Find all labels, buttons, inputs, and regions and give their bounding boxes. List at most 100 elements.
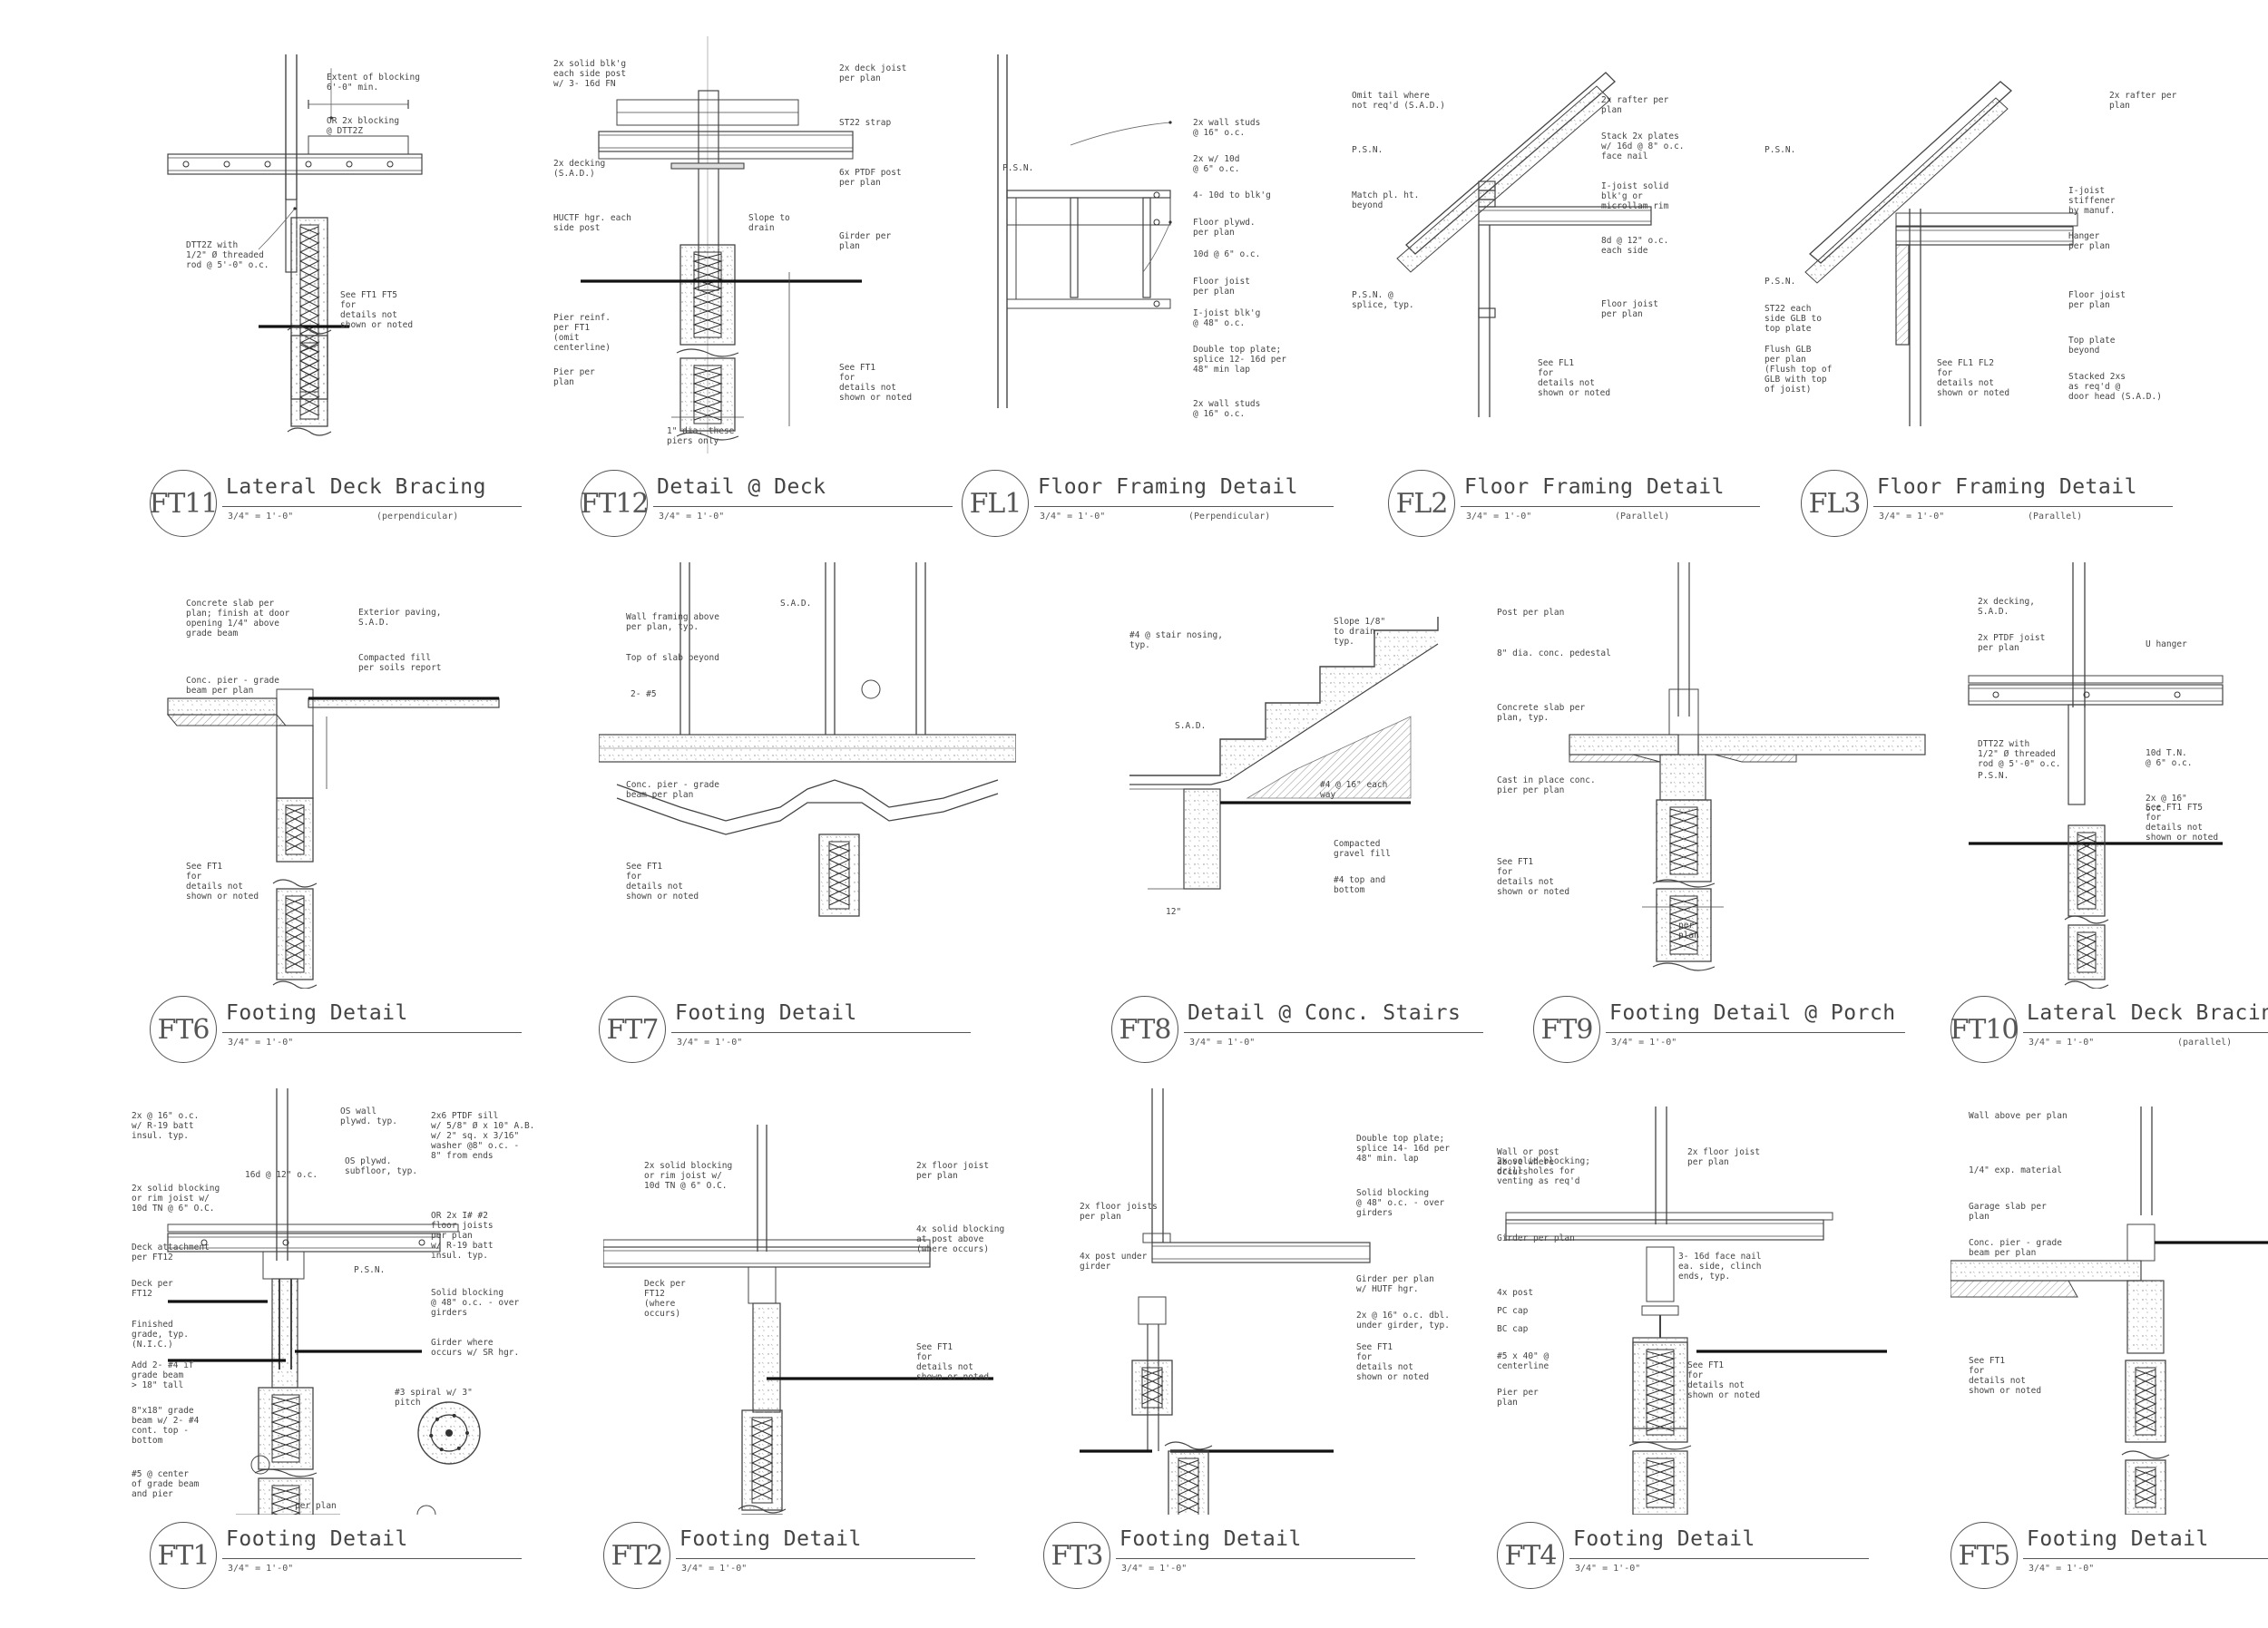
annotation-note: 2x floor joist per plan (1687, 1147, 1761, 1167)
detail-ft7: Wall framing above per plan, typ.S.A.D.T… (598, 562, 1017, 1079)
detail-ft6: Concrete slab per plan; finish at door o… (150, 562, 567, 1079)
annotation-note: #4 @ 16" each way (1320, 780, 1388, 800)
detail-drawing (150, 1088, 567, 1543)
annotation-note: Extent of blocking 6'-0" min. (327, 73, 420, 93)
annotation-note: Concrete slab per plan; finish at door o… (186, 599, 290, 639)
annotation-note: #5 @ center of grade beam and pier (132, 1469, 200, 1499)
detail-fl2: Omit tail where not req'd (S.A.D.)2x raf… (1352, 36, 1805, 553)
annotation-note: P.S.N. (354, 1265, 386, 1275)
annotation-note: See FT1 for details not shown or noted (839, 363, 913, 403)
detail-id-bubble: FT4 (1497, 1522, 1564, 1589)
annotation-note: Deck per FT12 (132, 1279, 173, 1299)
detail-id-bubble: FT12 (581, 470, 650, 537)
detail-title: Floor Framing Detail (1877, 475, 2137, 499)
annotation-note: 1/4" exp. material (1969, 1165, 2062, 1175)
detail-qualifier: (Parallel) (1615, 512, 1670, 522)
title-underline (1606, 1032, 1905, 1033)
detail-title: Footing Detail (1119, 1527, 1302, 1551)
annotation-note: 2x @ 16" o.c. dbl. under girder, typ. (1356, 1311, 1450, 1331)
detail-drawing (1497, 1088, 1914, 1525)
annotation-note: Exterior paving, S.A.D. (358, 608, 442, 628)
annotation-note: See FT1 for details not shown or noted (1356, 1342, 1430, 1382)
annotation-note: 4- 10d to blk'g (1193, 190, 1271, 200)
annotation-note: Stack 2x plates w/ 16d @ 8" o.c. face na… (1601, 132, 1685, 161)
detail-id-bubble: FL1 (962, 470, 1029, 537)
annotation-note: ST22 strap (839, 118, 892, 128)
annotation-note: Deck per FT12 (where occurs) (644, 1279, 686, 1319)
detail-ft12: 2x solid blk'g each side post w/ 3- 16d … (553, 36, 998, 553)
annotation-note: Conc. pier - grade beam per plan (186, 676, 279, 696)
detail-scale: 3/4" = 1'-0" (228, 1038, 294, 1048)
annotation-note: Compacted fill per soils report (358, 653, 442, 673)
annotation-note: Floor joist per plan (1601, 299, 1658, 319)
detail-drawing (962, 36, 1379, 463)
annotation-note: Cast in place conc. pier per plan (1497, 775, 1596, 795)
annotation-note: See FT1 FT5 for details not shown or not… (340, 290, 414, 330)
annotation-note: 2x rafter per plan (2109, 91, 2177, 111)
annotation-note: Wall framing above per plan, typ. (626, 612, 719, 632)
detail-drawing (1043, 1088, 1461, 1534)
annotation-note: 3- 16d face nail ea. side, clinch ends, … (1678, 1252, 1762, 1282)
annotation-note: P.S.N. (1978, 771, 2009, 781)
annotation-note: Stacked 2xs as req'd @ door head (S.A.D.… (2068, 372, 2162, 402)
annotation-note: DTT2Z with 1/2" Ø threaded rod @ 5'-0" o… (186, 240, 269, 270)
annotation-note: 2x PTDF joist per plan (1978, 633, 2046, 653)
annotation-note: 8d @ 12" o.c. each side (1601, 236, 1669, 256)
detail-title: Footing Detail (226, 1001, 408, 1025)
detail-id-bubble: FL3 (1801, 470, 1868, 537)
detail-drawing (150, 562, 567, 989)
annotation-note: ST22 each side GLB to top plate (1765, 304, 1822, 334)
annotation-note: Double top plate; splice 12- 16d per 48"… (1193, 345, 1286, 375)
annotation-note: Slope to drain (748, 213, 790, 233)
annotation-note: Deck attachment per FT12 (132, 1243, 210, 1262)
annotation-note: I-joist solid blk'g or microllam rim (1601, 181, 1669, 211)
annotation-note: Pier reinf. per FT1 (omit centerline) (553, 313, 611, 353)
annotation-note: Solid blocking @ 48" o.c. - over girders (1356, 1188, 1445, 1218)
annotation-note: 2x wall studs @ 16" o.c. (1193, 118, 1261, 138)
annotation-note: I-joist blk'g @ 48" o.c. (1193, 308, 1261, 328)
annotation-note: Wall above per plan (1969, 1111, 2068, 1121)
detail-ft2: 2x solid blocking or rim joist w/ 10d TN… (602, 1088, 1021, 1605)
annotation-note: Top plate beyond (2068, 336, 2116, 356)
annotation-note: Girder where occurs w/ SR hgr. (431, 1338, 520, 1358)
detail-title: Footing Detail (679, 1527, 862, 1551)
annotation-note: per plan (295, 1501, 337, 1511)
annotation-note: 4x post (1497, 1288, 1534, 1298)
annotation-note: 10d @ 6" o.c. (1193, 249, 1261, 259)
annotation-note: Concrete slab per plan, typ. (1497, 703, 1586, 723)
annotation-note: Conc. pier - grade beam per plan (1969, 1238, 2062, 1258)
annotation-note: P.S.N. (1765, 277, 1796, 287)
annotation-note: Pier per plan (553, 367, 595, 387)
annotation-note: Garage slab per plan (1969, 1202, 2047, 1222)
detail-ft11: Extent of blocking 6'-0" min.OR 2x block… (150, 36, 567, 553)
detail-qualifier: (perpendicular) (376, 512, 459, 522)
annotation-note: Double top plate; splice 14- 16d per 48"… (1356, 1134, 1450, 1164)
detail-id-bubble: FT5 (1950, 1522, 2018, 1589)
annotation-note: See FT1 for details not shown or noted (626, 862, 699, 902)
annotation-note: 2x6 PTDF sill w/ 5/8" Ø x 10" A.B. w/ 2"… (431, 1111, 535, 1161)
annotation-note: 2x solid blocking or rim joist w/ 10d TN… (132, 1184, 220, 1214)
detail-title: Footing Detail (226, 1527, 408, 1551)
annotation-note: See FT1 for details not shown or noted (1497, 857, 1570, 897)
detail-qualifier: (Perpendicular) (1188, 512, 1271, 522)
detail-scale: 3/4" = 1'-0" (681, 1564, 748, 1574)
annotation-note: Omit tail where not req'd (S.A.D.) (1352, 91, 1445, 111)
detail-scale: 3/4" = 1'-0" (228, 1564, 294, 1574)
annotation-note: See FT1 FT5 for details not shown or not… (2146, 803, 2219, 843)
annotation-note: #4 @ stair nosing, typ. (1129, 630, 1223, 650)
detail-title: Footing Detail (1573, 1527, 1755, 1551)
detail-scale: 3/4" = 1'-0" (659, 512, 725, 522)
annotation-note: I-joist stiffener by manuf. (2068, 186, 2116, 216)
annotation-note: P.S.N. (1002, 163, 1034, 173)
